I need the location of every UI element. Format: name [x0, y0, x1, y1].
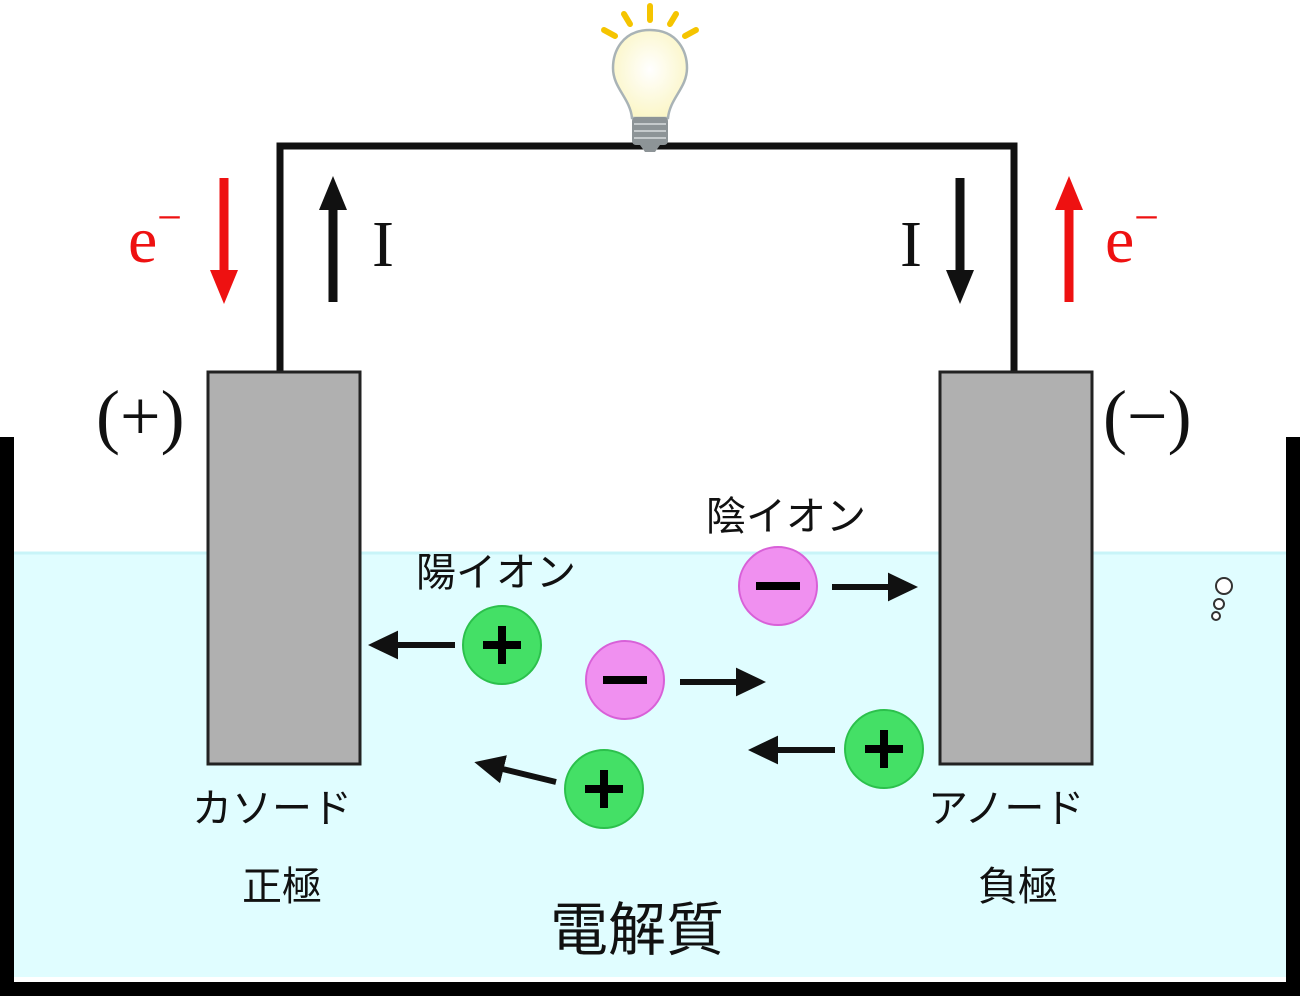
electrolyte-label: 電解質	[550, 896, 724, 964]
positive-terminal-label: (+)	[96, 376, 185, 456]
current-arrow-down	[946, 178, 974, 304]
current-label-right: I	[900, 208, 922, 281]
current-arrow-up	[319, 176, 347, 302]
anion-label: 陰イオン	[706, 494, 866, 540]
light-bulb-icon	[601, 3, 699, 152]
anion	[738, 546, 818, 626]
cation-label: 陽イオン	[416, 550, 576, 596]
electron-arrow-down	[210, 178, 238, 304]
gas-bubbles	[1211, 577, 1233, 621]
electron-label-left: e−	[128, 193, 182, 277]
electron-arrow-up	[1055, 176, 1083, 302]
negative-terminal-label: (−)	[1103, 376, 1192, 456]
cation	[564, 749, 644, 829]
cation	[844, 709, 924, 789]
container	[0, 437, 1300, 996]
electron-label-right: e−	[1105, 193, 1159, 277]
cathode-label: カソード	[192, 786, 352, 832]
cathode-electrode	[206, 370, 362, 766]
anion	[585, 640, 665, 720]
negative-electrode-label: 負極	[978, 864, 1058, 910]
anode-electrode	[938, 370, 1094, 766]
positive-electrode-label: 正極	[242, 864, 322, 910]
anode-label: アノード	[928, 786, 1084, 832]
current-label-left: I	[372, 208, 394, 281]
cation	[462, 605, 542, 685]
ion-arrows	[368, 572, 918, 785]
